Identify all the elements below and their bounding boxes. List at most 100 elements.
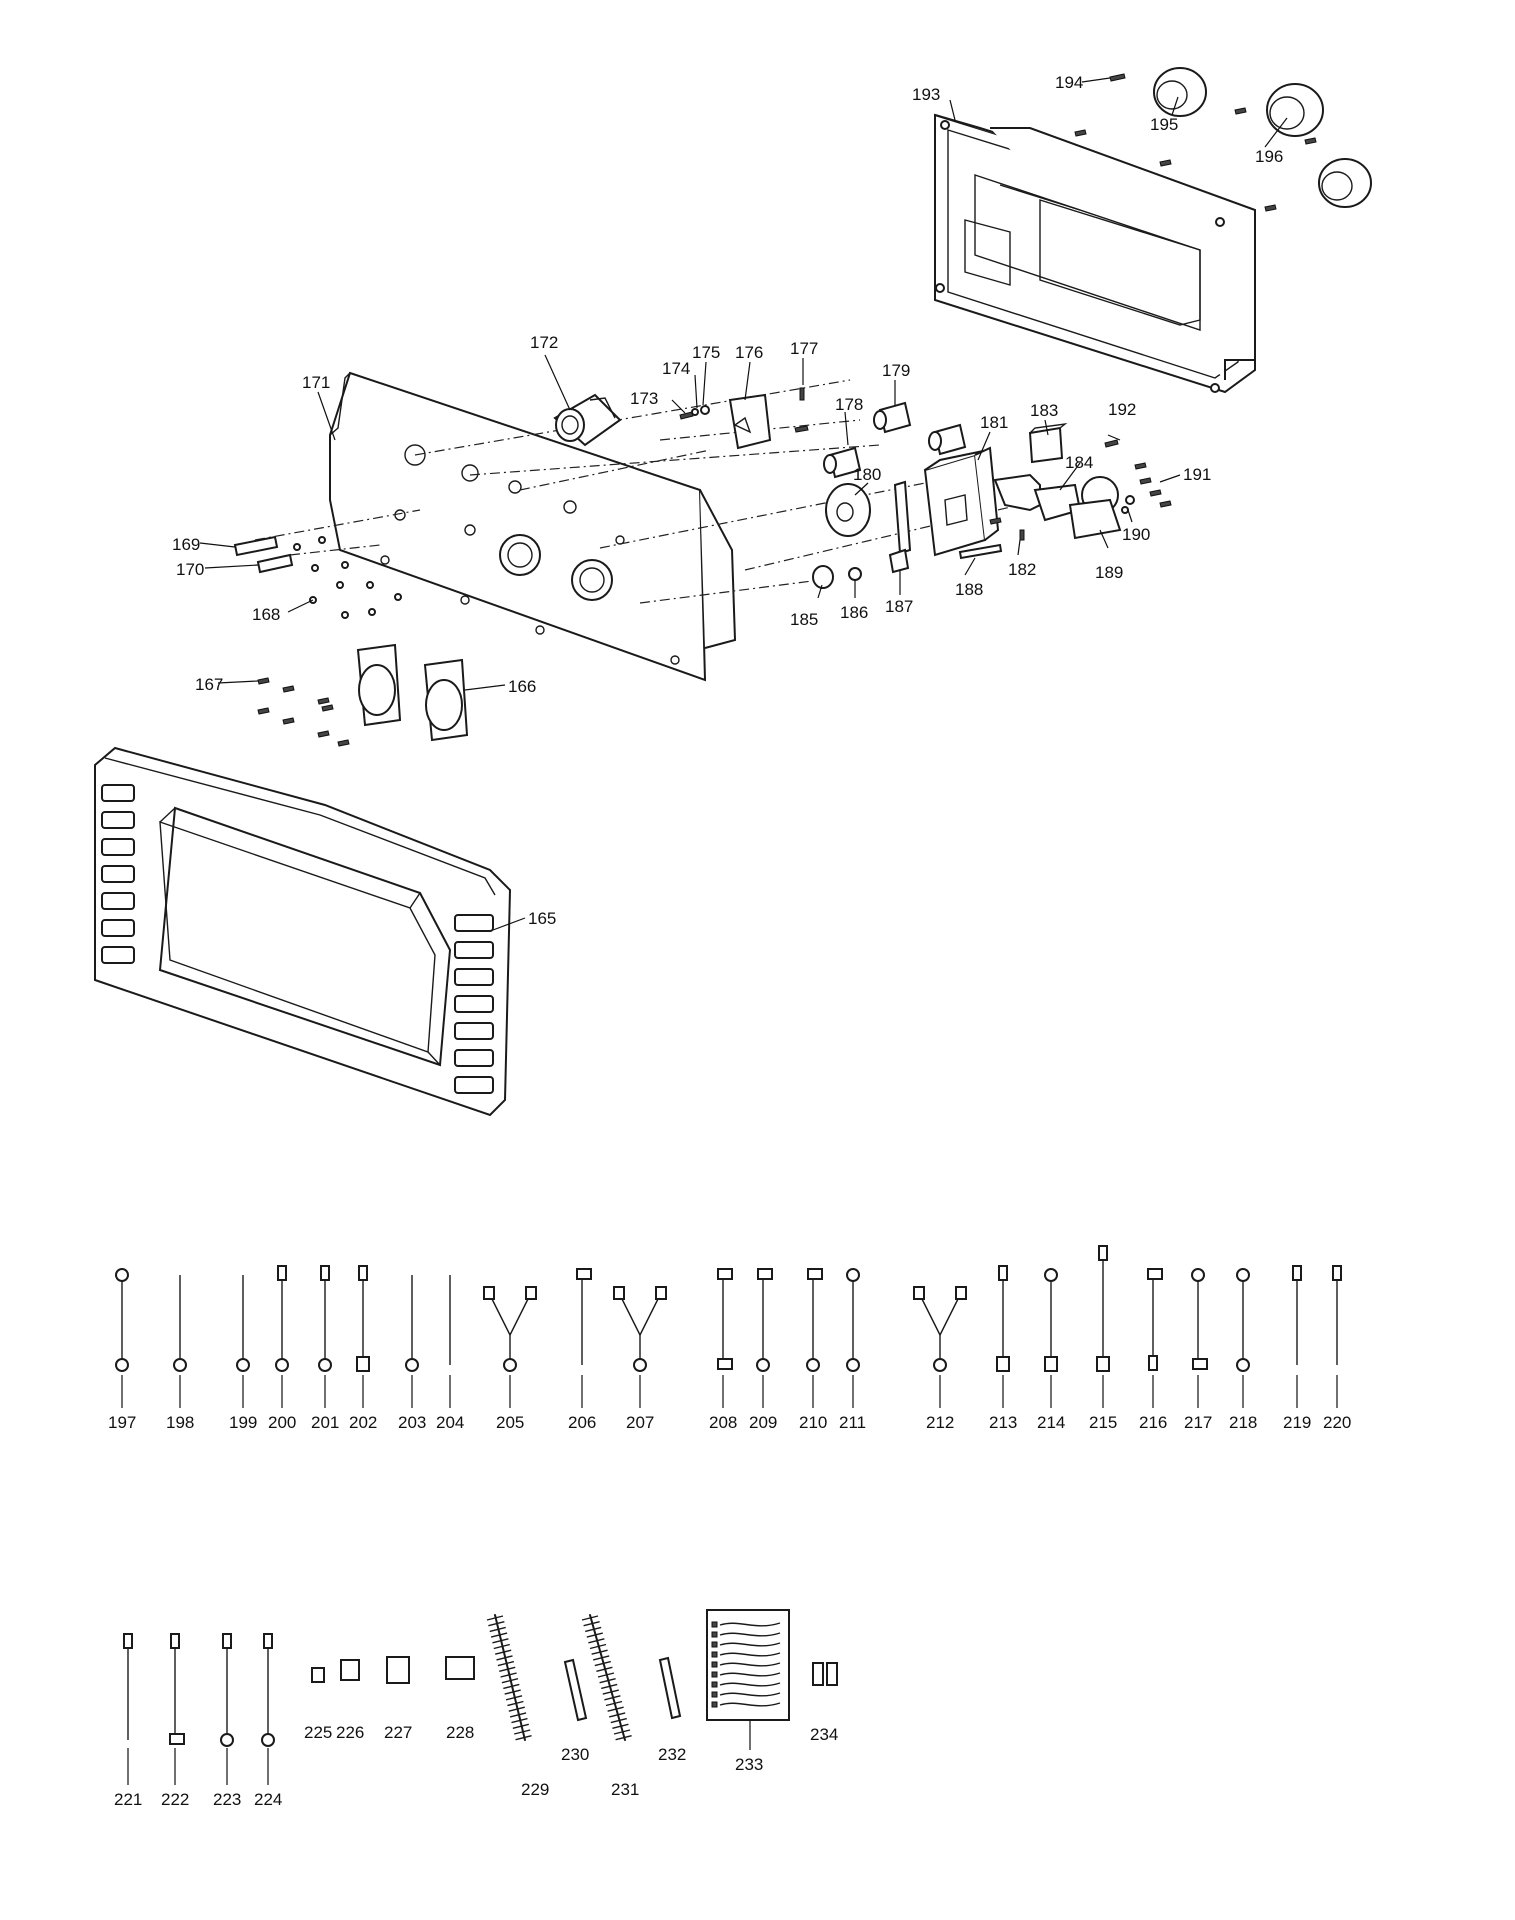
label-209: 209 [749,1413,777,1432]
wire-203 [405,1275,419,1372]
label-219: 219 [1283,1413,1311,1432]
label-205: 205 [496,1413,524,1432]
relay [1028,422,1068,464]
breaker-disc [825,483,871,537]
spiral-wrap-231 [581,1614,632,1741]
connector-226 [340,1659,360,1681]
label-194: 194 [1055,73,1083,92]
connector-227 [386,1656,410,1684]
label-217: 217 [1184,1413,1212,1432]
mounting-bracket [993,473,1082,522]
label-166: 166 [508,677,536,696]
label-230: 230 [561,1745,589,1764]
label-210: 210 [799,1413,827,1432]
label-182: 182 [1008,560,1036,579]
label-186: 186 [840,603,868,622]
label-225: 225 [304,1723,332,1742]
label-171: 171 [302,373,330,392]
label-189: 189 [1095,563,1123,582]
label-218: 218 [1229,1413,1257,1432]
label-168: 168 [252,605,280,624]
label-188: 188 [955,580,983,599]
label-232: 232 [658,1745,686,1764]
label-196: 196 [1255,147,1283,166]
wire-220 [1332,1265,1342,1365]
label-185: 185 [790,610,818,629]
label-221: 221 [114,1790,142,1809]
wire-224 [261,1633,275,1747]
bezel-vents-right [454,914,494,1094]
label-227: 227 [384,1723,412,1742]
callout-labels: 194 193 195 196 171 172 173 174 175 176 … [172,73,1283,928]
toggle-switches [823,401,967,479]
label-175: 175 [692,343,720,362]
marker-234 [812,1662,838,1686]
callout-leaders [199,77,1288,931]
label-181: 181 [980,413,1008,432]
connector-228 [445,1656,475,1680]
label-200: 200 [268,1413,296,1432]
label-223: 223 [213,1790,241,1809]
label-169: 169 [172,535,200,554]
label-170: 170 [176,560,204,579]
connector-225 [311,1667,325,1683]
label-178: 178 [835,395,863,414]
label-190: 190 [1122,525,1150,544]
knob-and-nut [812,565,862,589]
label-222: 222 [161,1790,189,1809]
duplex-receptacles [356,643,469,742]
label-215: 215 [1089,1413,1117,1432]
binding-posts [233,535,326,574]
sleeve-230 [563,1658,588,1722]
wire-marker-card-233 [706,1609,790,1721]
grommets [1153,67,1372,208]
label-197: 197 [108,1413,136,1432]
wire-211 [846,1268,860,1372]
label-174: 174 [662,359,690,378]
wire-217 [1191,1268,1208,1370]
assembly-lines [254,379,1041,604]
wire-198 [173,1275,187,1372]
bezel-vents-left [101,784,135,964]
wire-202 [356,1265,370,1372]
label-172: 172 [530,333,558,352]
wire-215 [1096,1245,1110,1372]
wire-199 [236,1275,250,1372]
label-228: 228 [446,1723,474,1742]
label-187: 187 [885,597,913,616]
label-191: 191 [1183,465,1211,484]
label-213: 213 [989,1413,1017,1432]
label-214: 214 [1037,1413,1065,1432]
front-panel-plate [329,371,737,682]
label-207: 207 [626,1413,654,1432]
wire-210 [806,1268,823,1372]
label-177: 177 [790,339,818,358]
label-184: 184 [1065,453,1093,472]
label-167: 167 [195,675,223,694]
label-183: 183 [1030,401,1058,420]
wire-214 [1044,1268,1058,1372]
wire-209 [756,1268,773,1372]
label-202: 202 [349,1413,377,1432]
label-176: 176 [735,343,763,362]
label-229: 229 [521,1780,549,1799]
wire-219 [1292,1265,1302,1365]
label-211: 211 [839,1413,866,1432]
wire-221 [123,1633,133,1740]
wire-218 [1236,1268,1250,1372]
wire-205 [483,1286,537,1372]
wire-213 [996,1265,1010,1372]
wire-201 [318,1265,332,1372]
label-173: 173 [630,389,658,408]
label-165: 165 [528,909,556,928]
control-box-housing [934,113,1256,394]
wire-212 [913,1286,967,1372]
label-216: 216 [1139,1413,1167,1432]
label-220: 220 [1323,1413,1351,1432]
wire-207 [613,1286,667,1372]
terminal-bar [888,480,912,574]
label-180: 180 [853,465,881,484]
nuts-and-screws [257,561,402,747]
